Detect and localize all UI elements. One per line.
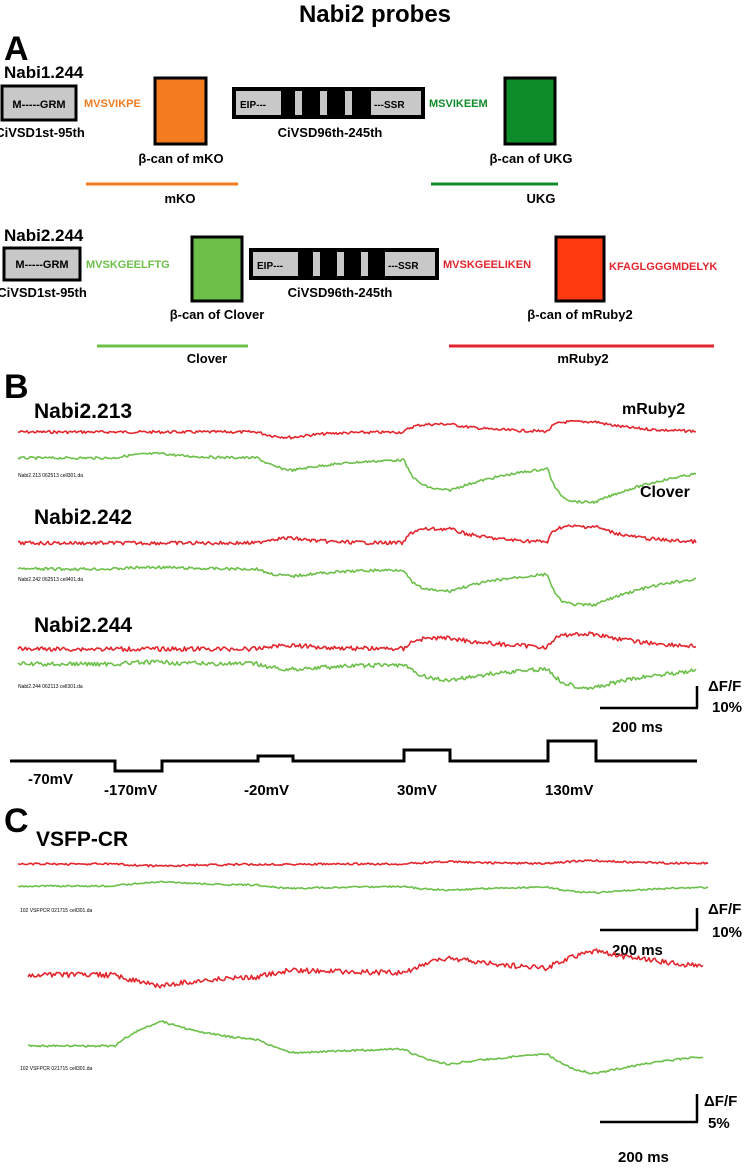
scale-bar-c1: ΔF/F 10% 200 ms bbox=[600, 901, 742, 959]
linker-mruby: MVSKGEELIKEN bbox=[443, 259, 531, 271]
construct-nabi2-244: Nabi2.244 M-----GRM CiVSD1st-95th MVSKGE… bbox=[0, 226, 717, 366]
figure-title: Nabi2 probes bbox=[299, 1, 451, 28]
vsfp-file-1: 102 VSFPCR 021715 cell301.da bbox=[20, 908, 92, 914]
linker-clover: MVSKGEELFTG bbox=[86, 259, 170, 271]
scale-bar-c2: ΔF/F 5% 200 ms bbox=[600, 1093, 737, 1166]
vsd-right-seq-2: ---SSR bbox=[388, 261, 419, 272]
vsfp-cr-green-trace-2 bbox=[27, 1020, 704, 1075]
linker-2: HS bbox=[183, 98, 198, 110]
trace-file-1: Nabi2.213 062513 cell301.da bbox=[18, 473, 83, 479]
clover-barrel bbox=[190, 235, 244, 303]
vsfp-file-2: 102 VSFPCR 021715 cell301.da bbox=[20, 1066, 92, 1072]
trace-name-1: Nabi2.213 bbox=[34, 400, 132, 423]
civsd-n-term-box-2 bbox=[2, 246, 82, 282]
civsd-n-term-caption-2: CiVSD1st-95th bbox=[0, 285, 87, 300]
voltage-step-3: -20mV bbox=[244, 782, 289, 799]
civsd-caption: CiVSD96th-245th bbox=[278, 125, 383, 140]
trace-name-3: Nabi2.244 bbox=[34, 614, 132, 637]
voltage-step-4: 30mV bbox=[397, 782, 437, 799]
trace-file-3: Nabi2.244 062113 cell301.da bbox=[18, 684, 83, 690]
construct2-name: Nabi2.244 bbox=[4, 226, 84, 245]
scale-b-pct: 10% bbox=[712, 699, 742, 716]
civsd-domain: EIP--- ---SSR bbox=[232, 87, 425, 119]
mko-barrel bbox=[153, 76, 208, 146]
scale-c2-df: ΔF/F bbox=[704, 1093, 737, 1110]
vsfp-cr-red-trace-2 bbox=[27, 948, 704, 989]
scale-b-df: ΔF/F bbox=[708, 678, 741, 695]
trace-file-2: Nabi2.242 062513 cell401.da bbox=[18, 577, 83, 583]
voltage-step-1: -70mV bbox=[28, 771, 73, 788]
nabi2-213-mruby2-trace bbox=[17, 419, 697, 440]
mruby2-caption: β-can of mRuby2 bbox=[527, 307, 632, 322]
mruby2-bar-label: mRuby2 bbox=[557, 351, 608, 366]
civsd-n-term-box bbox=[0, 84, 78, 122]
civsd-n-term-caption: CiVSD1st-95th bbox=[0, 125, 85, 140]
clover-caption: β-can of Clover bbox=[170, 307, 265, 322]
scale-b-time: 200 ms bbox=[612, 719, 663, 736]
civsd-domain-2: EIP--- ---SSR bbox=[249, 248, 439, 280]
linker-c-term: KFAGLGGGMDELYK bbox=[609, 261, 717, 273]
nabi2-213-clover-trace bbox=[17, 451, 697, 504]
scale-c1-pct: 10% bbox=[712, 924, 742, 941]
trace-name-2: Nabi2.242 bbox=[34, 506, 132, 529]
vsfp-cr-green-trace-1 bbox=[17, 880, 709, 895]
scale-c1-time: 200 ms bbox=[612, 942, 663, 959]
ukg-caption: β-can of UKG bbox=[489, 151, 572, 166]
mko-bar-label: mKO bbox=[164, 191, 195, 206]
voltage-step-5: 130mV bbox=[545, 782, 593, 799]
legend-mruby2: mRuby2 bbox=[622, 401, 685, 418]
vsfp-cr-red-trace-1 bbox=[17, 859, 709, 868]
nabi2-244-mruby2-trace bbox=[17, 631, 697, 652]
nabi2-244-clover-trace bbox=[17, 659, 697, 691]
vsd-left-seq: EIP--- bbox=[240, 100, 266, 111]
scale-bar-b: ΔF/F 10% 200 ms bbox=[600, 678, 742, 736]
ukg-barrel bbox=[503, 76, 557, 146]
voltage-step-2: -170mV bbox=[104, 782, 157, 799]
panel-c-label: C bbox=[4, 802, 29, 840]
legend-clover: Clover bbox=[640, 484, 690, 501]
clover-bar-label: Clover bbox=[187, 351, 227, 366]
mruby2-barrel bbox=[554, 235, 606, 303]
vsfp-cr-name: VSFP-CR bbox=[36, 828, 128, 851]
panel-b-label: B bbox=[4, 368, 29, 406]
ukg-bar-label: UKG bbox=[527, 191, 556, 206]
construct1-name: Nabi1.244 bbox=[4, 63, 84, 82]
scale-c2-pct: 5% bbox=[708, 1115, 730, 1132]
vsd-left-seq-2: EIP--- bbox=[257, 261, 283, 272]
scale-c1-df: ΔF/F bbox=[708, 901, 741, 918]
mko-caption: β-can of mKO bbox=[138, 151, 223, 166]
nabi2-242-mruby2-trace bbox=[17, 524, 697, 546]
construct-nabi1-244: Nabi1.244 M-----GRM CiVSD1st-95th MVSVIK… bbox=[0, 63, 573, 206]
scale-c2-time: 200 ms bbox=[618, 1149, 669, 1166]
civsd-caption-2: CiVSD96th-245th bbox=[288, 285, 393, 300]
civsd-n-term-seq-2: M-----GRM bbox=[15, 259, 68, 271]
linker-1: MVSVIKPE bbox=[84, 98, 141, 110]
civsd-n-term-seq: M-----GRM bbox=[12, 99, 65, 111]
panel-a-label: A bbox=[4, 30, 29, 68]
vsd-right-seq: ---SSR bbox=[374, 100, 405, 111]
nabi2-242-clover-trace bbox=[17, 565, 697, 607]
voltage-command-trace bbox=[10, 739, 697, 773]
linker-3: MSVIKEEM bbox=[429, 98, 488, 110]
